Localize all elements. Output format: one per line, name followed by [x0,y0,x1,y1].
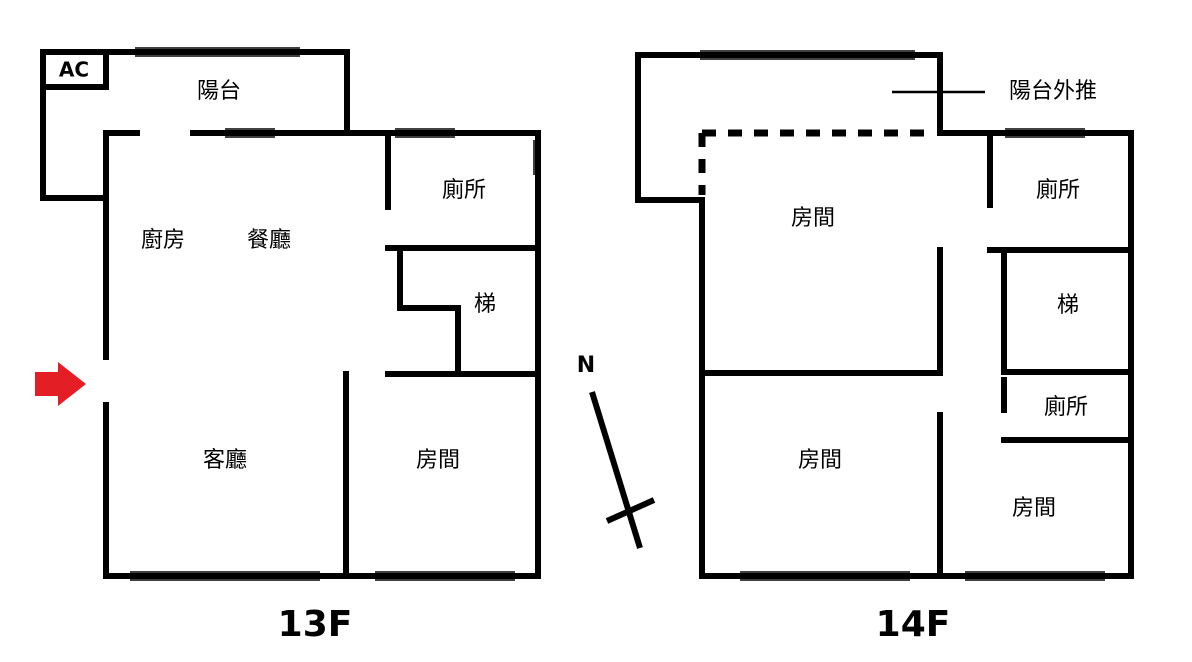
living-room-label: 客廳 [203,448,247,473]
compass-crossbar [605,497,656,524]
toilet-mid-wall-14f [1001,377,1134,443]
floor-plan-14f: 陽台外推 房間 廁所 梯 廁所 房間 房間 14F [635,50,1134,645]
stairs-label-13f: 梯 [474,292,496,317]
toilet-top-wall-14f [987,130,1134,253]
toilet-wall-13f [385,130,541,251]
stairs-wall-13f [397,251,461,377]
bedroom-right-label-14f: 房間 [1012,496,1056,521]
ac-label: AC [59,58,89,82]
removed-wall-dashed [698,129,935,195]
toilet-mid-label-14f: 廁所 [1044,395,1088,420]
floor-label-14f: 14F [876,604,951,645]
balcony-wall-13f [40,49,350,201]
stairs-label-14f: 梯 [1057,293,1079,318]
bedroom-label-13f: 房間 [416,448,460,473]
balcony-wall-14f [635,52,943,203]
bedroom-left-label-14f: 房間 [798,448,842,473]
bedroom-top-label-14f: 房間 [791,206,835,231]
bedroom-divider-wall-14f [699,247,943,376]
kitchen-label: 廚房 [141,228,185,253]
balcony-label-13f: 陽台 [197,79,241,104]
entrance-arrow [35,362,86,406]
ac-box-wall [40,49,109,90]
dining-label: 餐廳 [247,228,291,253]
north-label: N [577,353,595,378]
compass-needle [589,391,643,549]
toilet-label-13f: 廁所 [442,178,486,203]
north-compass: N [577,353,656,549]
floor-plan-13f: AC 陽台 廚房 餐廳 廁所 梯 客廳 房間 13F [35,47,541,645]
balcony-extension-label: 陽台外推 [1009,79,1097,104]
toilet-top-label-14f: 廁所 [1036,178,1080,203]
stairs-wall-14f [1001,253,1134,375]
floor-label-13f: 13F [278,604,353,645]
